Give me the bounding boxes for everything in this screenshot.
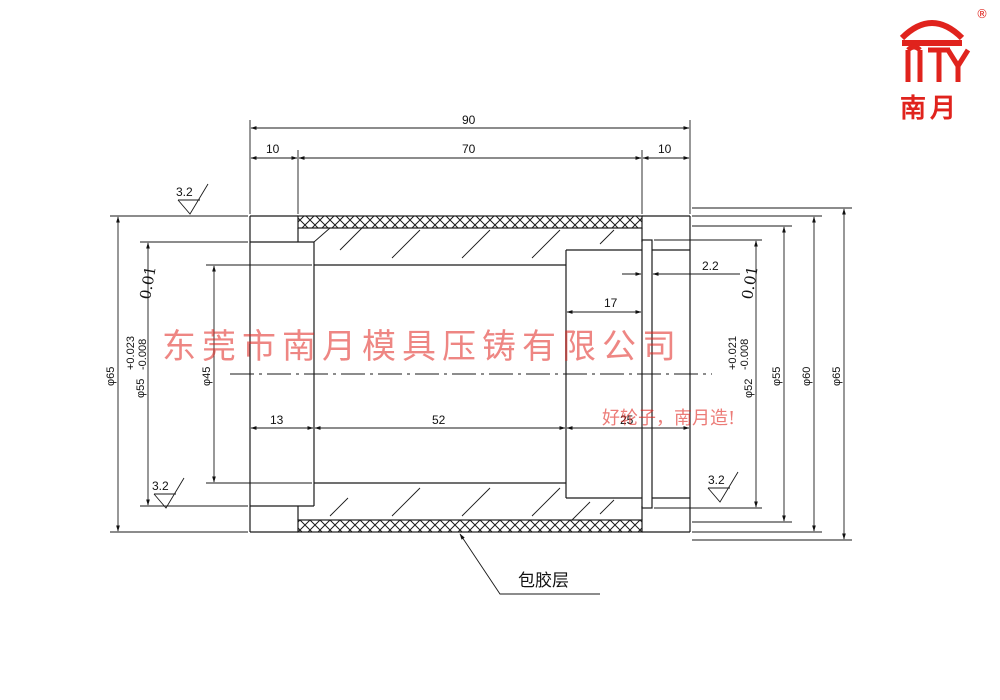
dim-right-55: φ55 — [771, 367, 783, 386]
dim-2-2: 2.2 — [702, 259, 719, 273]
coating-layer-bottom — [297, 519, 643, 533]
logo-brand-name: 南月 — [900, 94, 960, 124]
watermark-slogan: 好轮子，南月造! — [602, 408, 735, 429]
roughness-symbol-bottom-right: 3.2 — [707, 471, 739, 503]
top-dimensions: 90 10 70 10 — [249, 113, 691, 214]
inner-dimensions: 13 52 25 17 2.2 — [250, 259, 740, 430]
dim-right-60: φ60 — [801, 367, 813, 386]
roughness-bottom-left-value: 3.2 — [152, 479, 169, 493]
brand-logo: ® 南月 — [899, 7, 988, 124]
bushing-body — [230, 215, 712, 533]
coating-layer-top — [297, 215, 643, 229]
logo-registered-mark: ® — [976, 7, 988, 21]
dim-25: 25 — [620, 413, 634, 427]
dim-left-65: φ65 — [105, 367, 117, 386]
dim-middle: 70 — [462, 142, 476, 156]
dim-right-52: φ52 — [743, 379, 755, 398]
tolerance-note-left: 0.01 — [136, 265, 160, 301]
dim-left-55-tolerance: +0.023-0.008 — [125, 336, 149, 370]
watermark-company: 东莞市南月模具压铸有限公司 — [162, 327, 682, 367]
logo-emblem-icon — [899, 20, 971, 82]
dim-45: φ45 — [201, 367, 213, 386]
dim-left-55: φ55 — [135, 379, 147, 398]
dim-17: 17 — [604, 296, 618, 310]
left-diameter-dimensions: φ65 φ55 +0.023-0.008 φ45 0.01 — [105, 215, 312, 533]
dim-right-52-tolerance: +0.021-0.008 — [727, 336, 751, 370]
dim-right-step: 10 — [658, 142, 672, 156]
dim-52: 52 — [432, 413, 446, 427]
dim-left-step: 10 — [266, 142, 280, 156]
dim-right-65: φ65 — [831, 367, 843, 386]
right-diameter-dimensions: φ52 +0.021-0.008 φ55 φ60 φ65 0.01 — [654, 207, 852, 541]
tolerance-note-right: 0.01 — [738, 265, 762, 301]
coating-callout: 包胶层 — [459, 533, 600, 595]
dim-total-length: 90 — [462, 113, 476, 127]
dim-13: 13 — [270, 413, 284, 427]
roughness-top-left-value: 3.2 — [176, 185, 193, 199]
roughness-bottom-right-value: 3.2 — [708, 473, 725, 487]
roughness-symbol-top-left: 3.2 — [176, 183, 209, 215]
roughness-symbol-bottom-left: 3.2 — [152, 477, 185, 509]
coating-layer-label: 包胶层 — [518, 571, 569, 591]
